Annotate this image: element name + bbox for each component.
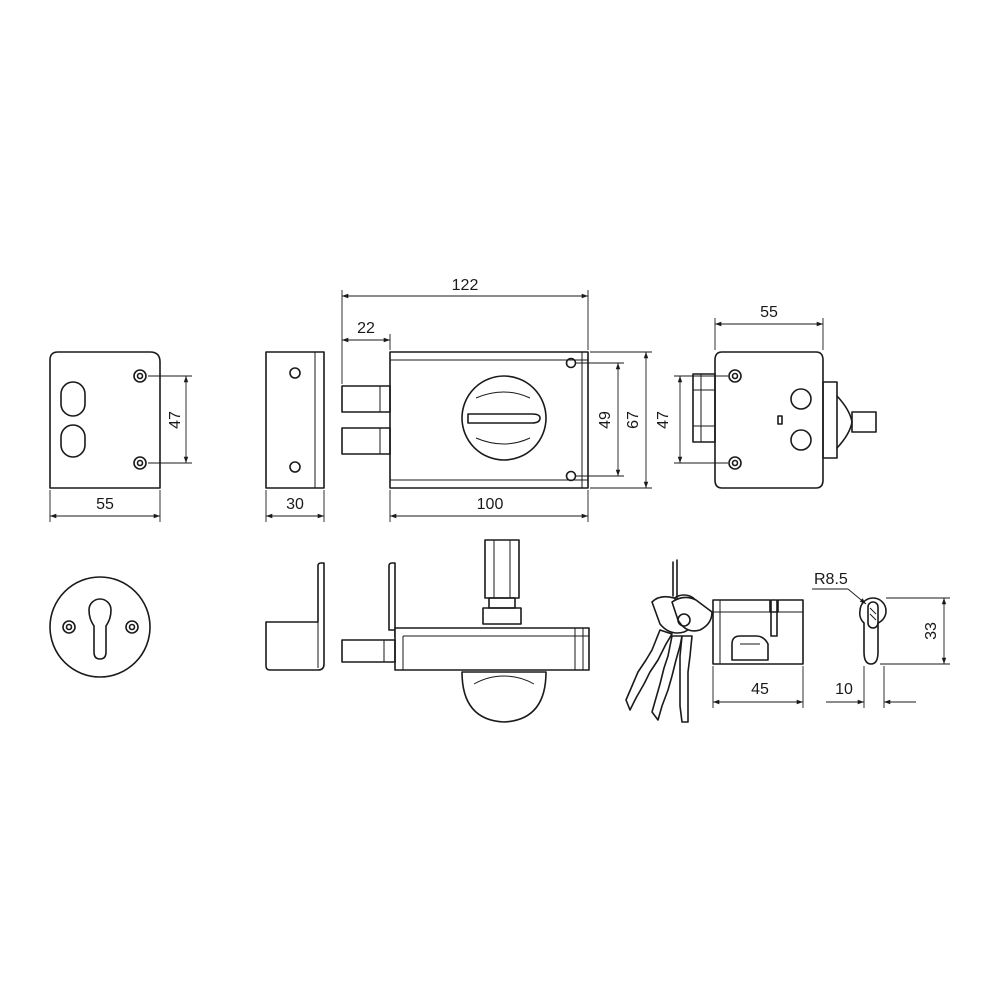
cylinder-escutcheon-rose	[49, 576, 151, 678]
keeper-top-view	[265, 562, 325, 671]
lock-case-side-view	[674, 318, 877, 489]
keeper-front-view	[265, 351, 325, 522]
dim-bolt-throw: 22	[357, 320, 375, 337]
cylinder-profile-view	[812, 588, 950, 708]
dim-escutcheon-plate-width: 55	[96, 496, 114, 513]
lock-case-top-view	[341, 539, 590, 723]
dim-cylinder-length: 45	[751, 681, 769, 698]
dim-escutcheon-plate-height: 47	[167, 411, 184, 429]
dim-keeper-width: 30	[286, 496, 304, 513]
escutcheon-plate-front-view	[49, 351, 192, 522]
cylinder-with-keys	[625, 559, 804, 723]
dim-case-height: 67	[625, 411, 642, 429]
dim-fixing-hole-spacing: 49	[597, 411, 614, 429]
dim-cylinder-radius: R8.5	[814, 571, 848, 588]
lock-case-front-view	[341, 290, 652, 522]
dim-side-hole-spacing: 47	[655, 411, 672, 429]
dim-case-length: 100	[477, 496, 504, 513]
dim-side-depth: 55	[760, 304, 778, 321]
dim-cylinder-width: 10	[835, 681, 853, 698]
dim-overall-length: 122	[452, 277, 479, 294]
dim-cylinder-height: 33	[923, 622, 940, 640]
